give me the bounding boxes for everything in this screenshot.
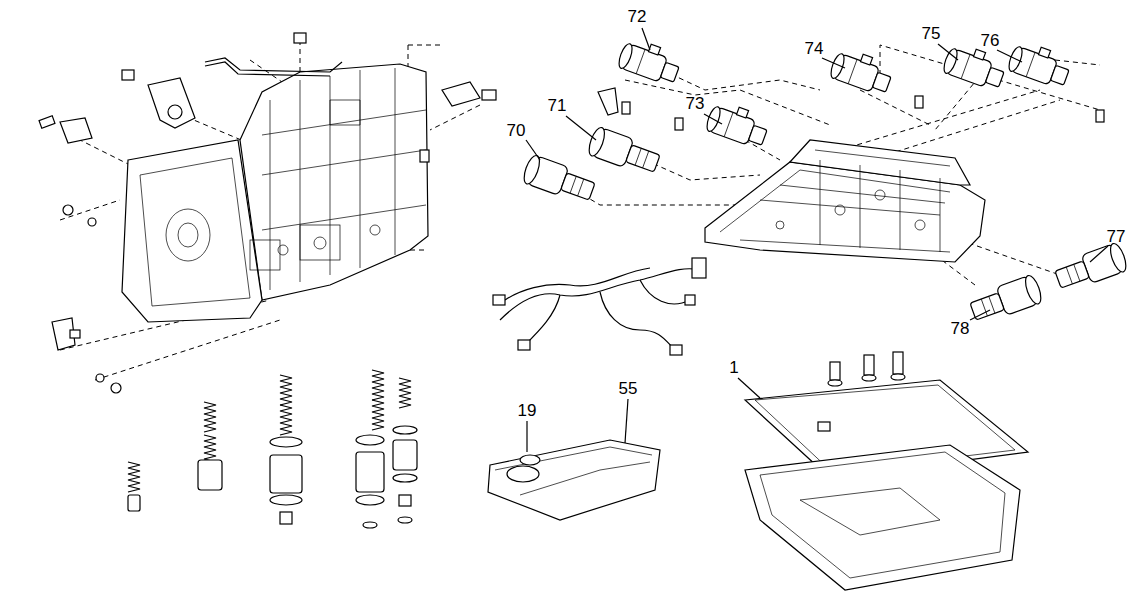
transmission-case bbox=[122, 64, 428, 322]
oil-strainer bbox=[488, 440, 660, 520]
callout-number: 75 bbox=[921, 25, 942, 42]
callout-number: 74 bbox=[804, 40, 825, 57]
wire-harness bbox=[493, 258, 706, 355]
callout-number: 72 bbox=[627, 8, 648, 25]
assembly-lines bbox=[60, 40, 1100, 380]
solenoids bbox=[521, 36, 1129, 326]
callout-number: 1 bbox=[728, 359, 739, 376]
valve-body bbox=[705, 140, 985, 262]
sensors bbox=[39, 33, 496, 393]
callout-number: 77 bbox=[1106, 228, 1127, 245]
callout-number: 70 bbox=[506, 122, 527, 139]
callout-number: 19 bbox=[517, 402, 538, 419]
oil-pan bbox=[745, 352, 1028, 590]
callout-number: 78 bbox=[950, 320, 971, 337]
callout-number: 71 bbox=[547, 97, 568, 114]
callout-number: 76 bbox=[980, 32, 1001, 49]
leader-lines bbox=[526, 28, 1108, 452]
callout-number: 73 bbox=[685, 95, 706, 112]
callout-number: 55 bbox=[618, 380, 639, 397]
accumulator-parts bbox=[128, 370, 417, 528]
